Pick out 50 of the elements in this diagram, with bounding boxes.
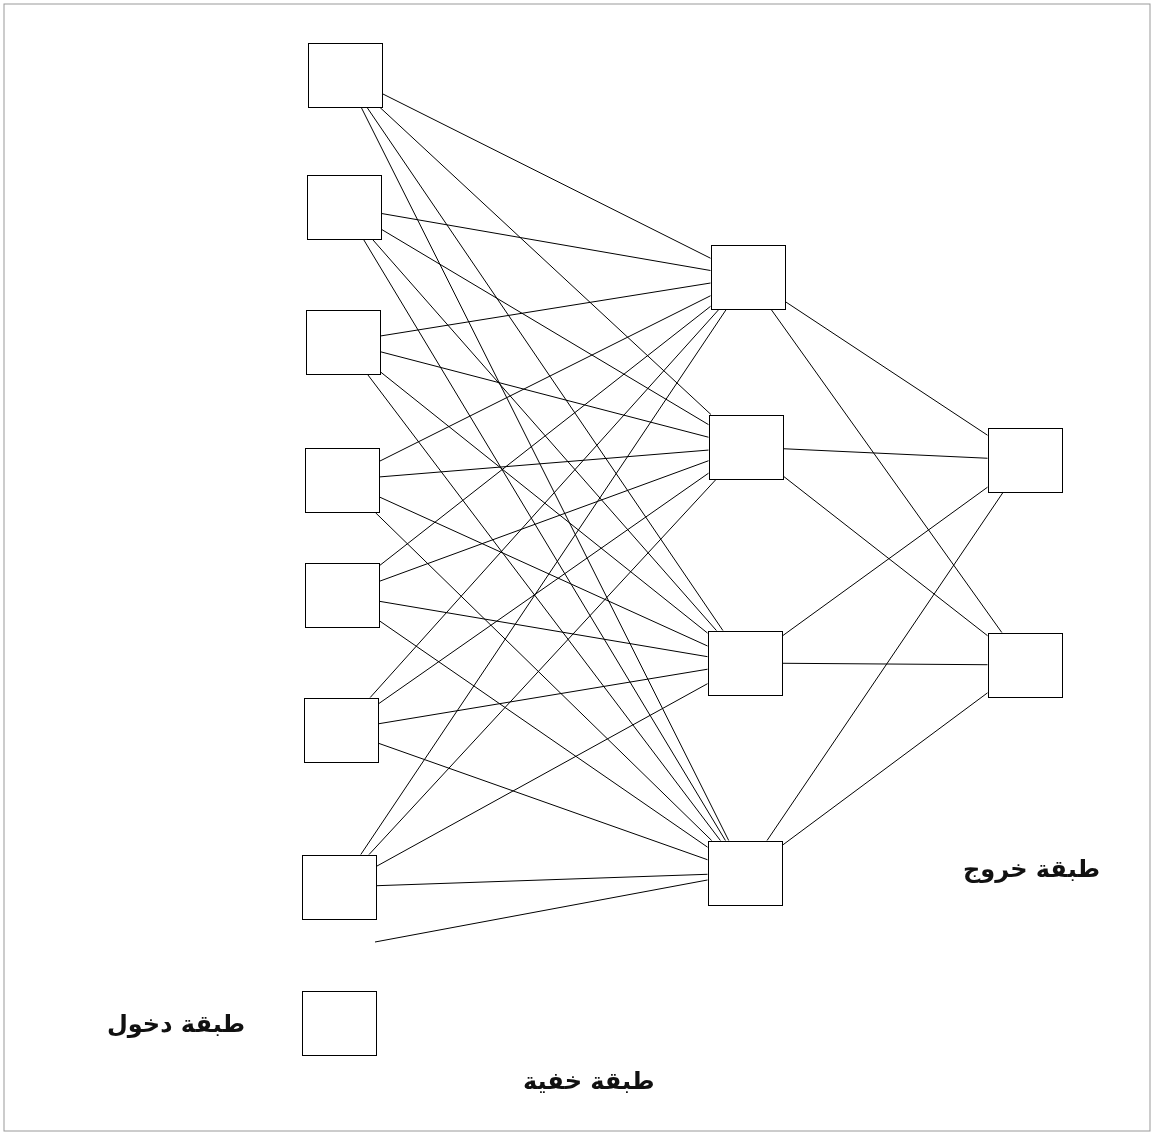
connection-line — [783, 448, 988, 459]
neuron-box — [305, 309, 381, 375]
neuron-box — [304, 562, 380, 628]
connection-line — [766, 492, 1004, 841]
connection-line — [366, 107, 724, 631]
connection-line — [381, 213, 711, 271]
layer-label: طبقة خروج — [963, 855, 1101, 883]
neuron-box — [987, 427, 1063, 493]
connection-line — [378, 668, 708, 725]
connection-line — [379, 460, 709, 582]
connection-line — [380, 371, 708, 634]
connection-line — [381, 228, 709, 426]
connection-line — [367, 374, 721, 841]
connection-line — [376, 873, 708, 887]
connection-line — [379, 620, 708, 848]
connection-line — [379, 107, 712, 415]
neuron-box — [707, 630, 783, 696]
neuron-box — [301, 854, 377, 920]
connection-line — [374, 879, 708, 943]
connection-line — [360, 107, 730, 841]
neuron-box — [987, 632, 1063, 698]
connection-line — [369, 309, 720, 698]
connection-line — [379, 600, 708, 658]
connection-line — [380, 351, 709, 438]
neuron-box — [307, 42, 383, 108]
neuron-box — [303, 697, 379, 763]
neuron-box — [304, 447, 380, 513]
layer-label: طبقة خفية — [523, 1067, 655, 1095]
connection-line — [379, 295, 711, 462]
neuron-box — [710, 244, 786, 310]
connection-line — [378, 742, 708, 861]
connection-line — [378, 472, 709, 705]
connection-line — [379, 305, 711, 567]
neuron-box — [306, 174, 382, 240]
connection-line — [372, 239, 717, 631]
connection-line — [770, 309, 1003, 633]
layer-label: طبقة دخول — [107, 1010, 246, 1038]
connection-line — [379, 496, 708, 647]
connection-line — [380, 282, 711, 337]
neuron-box — [708, 414, 784, 480]
connection-line — [376, 683, 708, 867]
neuron-box — [301, 990, 377, 1056]
neuron-box — [707, 840, 783, 906]
connection-line — [374, 512, 713, 841]
connection-line — [379, 449, 709, 478]
connection-line — [368, 479, 717, 855]
connection-line — [382, 93, 711, 259]
connection-line — [785, 301, 988, 436]
connection-line — [782, 662, 988, 666]
connection-line — [782, 692, 988, 846]
